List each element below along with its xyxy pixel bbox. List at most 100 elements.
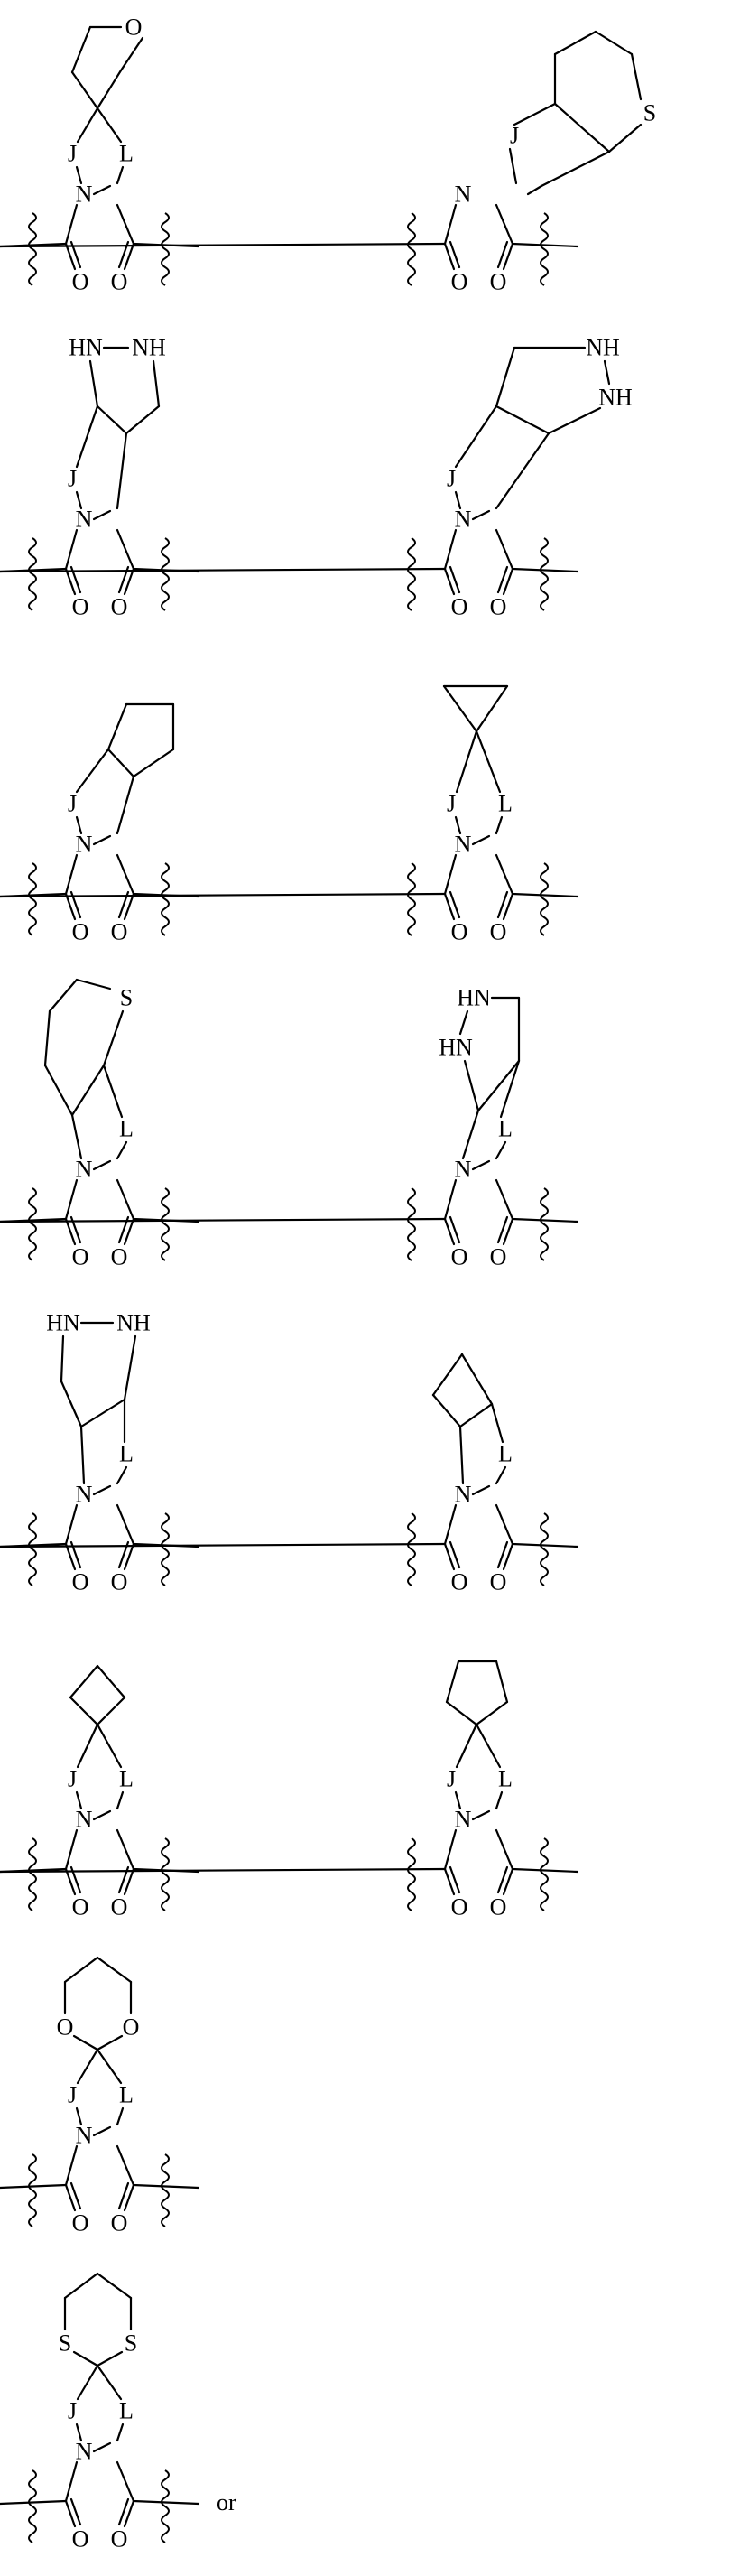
wavy-attachment-line [162,538,169,610]
bond-calpha-carbonyl [117,2462,134,2501]
ring-bond [108,749,134,777]
l-label: L [119,2398,134,2424]
wavy-attachment-line [162,863,169,935]
chemical-structure-s3: OONJHNNH [0,335,199,620]
chemical-structure-s2: OONJS [0,32,656,295]
oxygen-label: O [490,919,507,945]
ring-bond [465,1061,478,1111]
nitrogen-label: N [455,1482,472,1508]
oxygen-label: O [72,2210,89,2237]
ring-bond [72,1065,104,1115]
ring-bond [78,1725,97,1767]
ring-bond [596,32,632,54]
chemical-structure-s6: OONJL [0,686,578,945]
ring-bond [555,104,609,152]
l-label: L [119,2082,134,2108]
j-label: J [68,791,77,817]
bond-n-carbonyl [445,530,456,569]
wavy-attachment-line [408,1513,415,1586]
j-label: J [447,1766,456,1792]
wavy-attachment-line [29,2470,36,2543]
chemical-structure-s4: OONJNHNH [0,335,633,620]
wavy-attachment-line [29,1188,36,1260]
l-label: L [119,141,134,167]
nitrogen-label: N [76,1157,93,1183]
nitrogen-label: N [76,507,93,533]
wavy-attachment-line [541,863,548,935]
ring-bond [90,361,97,406]
wavy-attachment-line [541,213,548,285]
ring-sulfur-label: S [120,985,133,1011]
ring-bond [492,1404,503,1442]
ring-bond [473,511,489,519]
bond-n-carbonyl [66,530,77,569]
bond-calpha-carbonyl [117,855,134,894]
oxygen-label: O [111,1569,128,1595]
ring-sulfur-label: S [643,100,656,126]
ring-bond [117,433,126,508]
nitrogen-label: N [455,1157,472,1183]
nitrogen-label: N [76,2123,93,2149]
wavy-attachment-line [541,1188,548,1260]
ring-bond [476,1725,500,1767]
ring-bond [81,1400,125,1427]
ring-bond [126,406,159,433]
wavy-attachment-line [162,1188,169,1260]
ring-bond [496,348,514,406]
bond-calpha-carbonyl [117,1505,134,1544]
hn-label: HN [46,1310,80,1336]
ring-bond [78,2366,97,2399]
ring-oxygen-label: O [123,2014,140,2041]
ring-bond [447,1661,458,1702]
bond-calpha-carbonyl [496,205,513,244]
oxygen-label: O [490,594,507,620]
ring-bond [444,686,476,731]
j-label: J [447,466,456,492]
bond-n-carbonyl [66,855,77,894]
chemical-structure-s1: OONJLO [0,14,199,295]
ring-bond [121,38,143,70]
ring-bond [476,731,500,792]
ring-bond [94,186,110,194]
ring-bond [501,1061,519,1117]
ring-bond [117,1792,123,1809]
ring-bond [528,186,541,194]
nitrogen-label: N [455,1807,472,1833]
ring-bond [117,1467,126,1483]
oxygen-label: O [490,269,507,295]
nh-label: NH [598,385,633,411]
ring-bond [496,1661,507,1702]
ring-bond [61,1381,81,1427]
ring-bond [496,1792,502,1809]
ring-bond [77,980,110,989]
bond-n-carbonyl [445,855,456,894]
wavy-attachment-line [541,1513,548,1586]
ring-bond [478,1061,519,1111]
chemical-structure-s8: OONLHNHN [0,985,578,1270]
ring-bond [97,2036,122,2050]
l-label: L [119,1441,134,1467]
ring-bond [65,1958,97,1982]
ring-bond [457,1725,476,1767]
ring-bond [496,433,549,508]
oxygen-label: O [72,1894,89,1920]
ring-bond [70,1666,97,1697]
oxygen-label: O [72,2526,89,2553]
ring-oxygen-label: O [125,14,143,41]
oxygen-label: O [111,919,128,945]
nitrogen-label: N [455,181,472,208]
l-label: L [119,1766,134,1792]
l-label: L [498,1766,513,1792]
ring-oxygen-label: O [57,2014,74,2041]
wavy-attachment-line [29,213,36,285]
ring-bond [541,152,609,186]
ring-bond [97,70,121,108]
ring-bond [81,1427,84,1483]
wavy-attachment-line [162,1838,169,1911]
ring-bond [549,408,600,433]
ring-bond [473,1811,489,1819]
j-label: J [68,2398,77,2424]
nitrogen-label: N [455,832,472,858]
ring-bond [153,361,159,406]
